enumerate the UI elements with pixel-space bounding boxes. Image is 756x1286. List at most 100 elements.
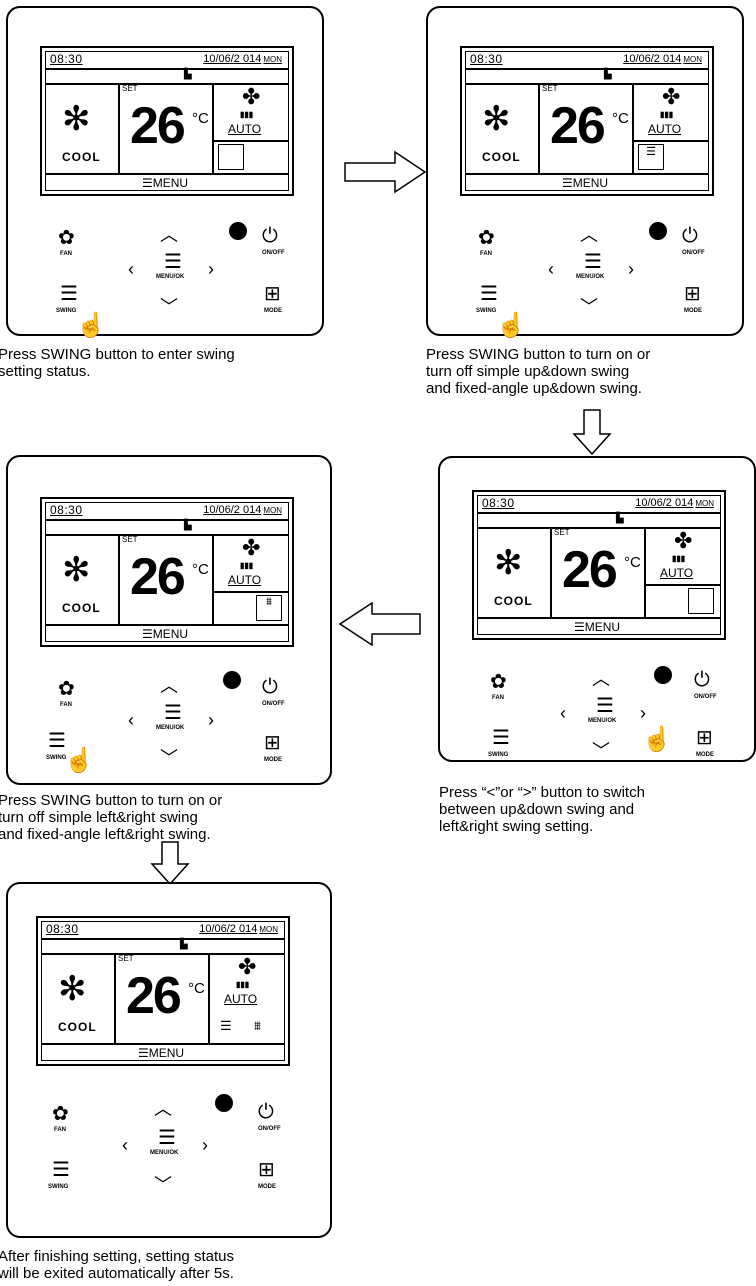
down-button[interactable]: ﹀: [160, 748, 178, 768]
mode-label: COOL: [62, 150, 101, 164]
power-icon[interactable]: ⏻: [694, 669, 710, 691]
set-label: SET: [118, 954, 134, 963]
up-button[interactable]: ︿: [592, 669, 610, 689]
menu-icon[interactable]: ☰: [158, 1127, 176, 1149]
fan-button-label: FAN: [54, 1127, 66, 1133]
right-button[interactable]: ›: [628, 259, 634, 279]
sensor-dot: [649, 222, 667, 240]
right-button[interactable]: ›: [640, 703, 646, 723]
set-label: SET: [542, 84, 558, 93]
fan-button-label: FAN: [480, 251, 492, 257]
fan-icon[interactable]: ✿: [52, 1103, 69, 1125]
mode-icon[interactable]: ⊞: [258, 1159, 275, 1181]
mode-label: COOL: [482, 150, 521, 164]
timer-icon: ▙: [604, 69, 612, 80]
leftright-swing-icon: ⩩: [254, 1018, 261, 1033]
fan-level-bars: ▮▮▮: [236, 980, 250, 989]
left-button[interactable]: ‹: [122, 1135, 128, 1155]
leftright-swing-icon: ⩩: [266, 596, 272, 608]
mode-icon[interactable]: ⊞: [684, 283, 701, 305]
temperature-unit: °C: [612, 110, 629, 127]
swing-button-label: SWING: [46, 755, 67, 761]
temperature-unit: °C: [624, 554, 641, 571]
mode-icon[interactable]: ⊞: [696, 727, 713, 749]
snowflake-icon: ✻: [58, 970, 87, 1008]
temperature-value: 26: [130, 548, 186, 606]
right-button[interactable]: ›: [208, 710, 214, 730]
fan-speed-icon: ✤: [674, 528, 693, 553]
menu-ok-button-label: MENU/OK: [156, 725, 185, 731]
mode-button-label: MODE: [684, 308, 702, 314]
power-icon[interactable]: ⏻: [262, 676, 278, 698]
sensor-dot: [215, 1094, 233, 1112]
right-button[interactable]: ›: [208, 259, 214, 279]
swing-icon[interactable]: ☰: [48, 730, 66, 752]
updown-swing-icon: ☰: [646, 146, 656, 158]
swing-status-box: [218, 144, 244, 170]
fan-button-label: FAN: [492, 695, 504, 701]
swing-icon[interactable]: ☰: [52, 1159, 70, 1181]
time-display: 08:30: [470, 52, 503, 66]
swing-status-box: ⩩: [256, 595, 282, 621]
power-icon[interactable]: ⏻: [262, 225, 278, 247]
menu-icon[interactable]: ☰: [164, 251, 182, 273]
mode-button-label: MODE: [264, 308, 282, 314]
menu-icon[interactable]: ☰: [596, 695, 614, 717]
menu-icon[interactable]: ☰: [164, 702, 182, 724]
fan-icon[interactable]: ✿: [490, 671, 507, 693]
menu-label: ☰MENU: [142, 176, 189, 190]
left-button[interactable]: ‹: [128, 259, 134, 279]
menu-label: ☰MENU: [574, 620, 621, 634]
pointing-hand-icon: ☝: [496, 312, 526, 339]
left-button[interactable]: ‹: [548, 259, 554, 279]
power-icon[interactable]: ⏻: [258, 1101, 274, 1123]
set-label: SET: [122, 535, 138, 544]
up-button[interactable]: ︿: [160, 225, 178, 245]
fan-speed-icon: ✤: [242, 535, 261, 560]
set-label: SET: [554, 528, 570, 537]
mode-icon[interactable]: ⊞: [264, 283, 281, 305]
down-button[interactable]: ﹀: [154, 1175, 172, 1195]
step1-caption: Press SWING button to enter swing settin…: [0, 346, 235, 380]
set-label: SET: [122, 84, 138, 93]
up-button[interactable]: ︿: [580, 225, 598, 245]
left-button[interactable]: ‹: [560, 703, 566, 723]
fan-icon[interactable]: ✿: [478, 227, 495, 249]
mode-label: COOL: [494, 594, 533, 608]
sensor-dot: [223, 671, 241, 689]
menu-ok-button-label: MENU/OK: [156, 274, 185, 280]
down-button[interactable]: ﹀: [160, 297, 178, 317]
left-button[interactable]: ‹: [128, 710, 134, 730]
swing-icon[interactable]: ☰: [492, 727, 510, 749]
power-icon[interactable]: ⏻: [682, 225, 698, 247]
fan-icon[interactable]: ✿: [58, 678, 75, 700]
snowflake-icon: ✻: [482, 100, 511, 138]
fan-level-bars: ▮▮▮: [240, 561, 254, 570]
right-button[interactable]: ›: [202, 1135, 208, 1155]
down-button[interactable]: ﹀: [592, 741, 610, 761]
up-button[interactable]: ︿: [160, 676, 178, 696]
step4-caption: Press SWING button to turn on or turn of…: [0, 792, 223, 843]
up-button[interactable]: ︿: [154, 1099, 172, 1119]
swing-icon[interactable]: ☰: [60, 283, 78, 305]
swing-icon[interactable]: ☰: [480, 283, 498, 305]
mode-icon[interactable]: ⊞: [264, 732, 281, 754]
fan-mode-label: AUTO: [228, 122, 262, 136]
sensor-dot: [654, 666, 672, 684]
fan-icon[interactable]: ✿: [58, 227, 75, 249]
menu-label: ☰MENU: [138, 1046, 185, 1060]
temperature-unit: °C: [192, 110, 209, 127]
temperature-value: 26: [126, 967, 182, 1025]
snowflake-icon: ✻: [62, 551, 91, 589]
down-button[interactable]: ﹀: [580, 297, 598, 317]
sensor-dot: [229, 222, 247, 240]
menu-icon[interactable]: ☰: [584, 251, 602, 273]
